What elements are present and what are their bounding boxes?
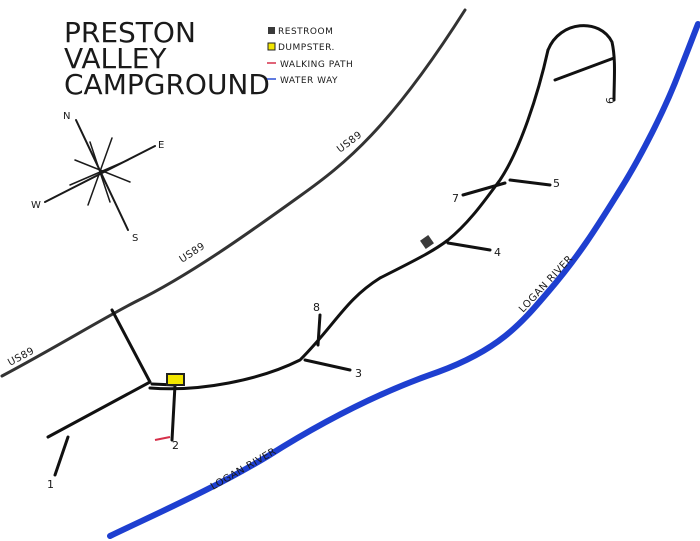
site-label-6: 6	[604, 97, 617, 104]
dumpster-marker	[166, 373, 185, 386]
site-label-1: 1	[47, 478, 54, 491]
compass-rose	[44, 119, 156, 231]
road-site-2-spur	[150, 382, 177, 442]
compass-west-label: W	[31, 200, 41, 211]
site-label-2: 2	[172, 439, 179, 452]
site-label-8: 8	[313, 301, 320, 314]
site-label-3: 3	[355, 367, 362, 380]
road-loop-crossover	[553, 56, 616, 82]
legend-dumpster-swatch	[267, 42, 276, 51]
title-line-3: CAMPGROUND	[64, 68, 270, 101]
river-label-2: LOGAN RIVER	[517, 254, 575, 316]
road-site-1-spur	[53, 435, 70, 477]
road-site-8-spur	[316, 313, 322, 347]
compass-diagonal-4	[87, 137, 113, 206]
legend-water-way-label: WATER WAY	[280, 76, 338, 86]
map-legend: RESTROOM DUMPSTER. WALKING PATH WATER WA…	[267, 27, 353, 86]
highway-us89	[0, 8, 467, 378]
map-title: PRESTON VALLEY CAMPGROUND	[64, 16, 270, 101]
compass-east-label: E	[158, 140, 164, 151]
campground-roads	[46, 24, 616, 477]
site-label-5: 5	[553, 177, 560, 190]
site-label-7: 7	[452, 192, 459, 205]
restroom-marker	[420, 235, 434, 249]
road-site-7-spur	[461, 181, 507, 197]
title-line-2: VALLEY	[64, 42, 167, 75]
river-label-1: LOGAN RIVER	[209, 446, 278, 492]
compass-north-label: N	[63, 111, 70, 122]
legend-dumpster-label: DUMPSTER.	[278, 43, 335, 53]
compass-diagonal-3	[74, 159, 131, 183]
logan-river	[107, 21, 700, 539]
site-label-4: 4	[494, 246, 501, 259]
compass-south-label: S	[132, 233, 138, 244]
highway-label-3: US89	[335, 130, 364, 156]
title-line-1: PRESTON	[64, 16, 196, 49]
walking-path	[154, 436, 171, 441]
legend-restroom-label: RESTROOM	[278, 27, 333, 37]
road-entrance-to-loop-1	[46, 308, 152, 439]
road-main-loop	[148, 48, 550, 391]
legend-restroom-swatch	[268, 27, 275, 34]
road-site-5-spur	[508, 178, 552, 187]
road-loop-end	[546, 24, 616, 102]
compass-ns-line	[75, 119, 129, 231]
legend-walking-path-label: WALKING PATH	[280, 60, 353, 70]
road-site-3-spur	[303, 358, 352, 372]
road-site-4-spur	[446, 241, 492, 252]
